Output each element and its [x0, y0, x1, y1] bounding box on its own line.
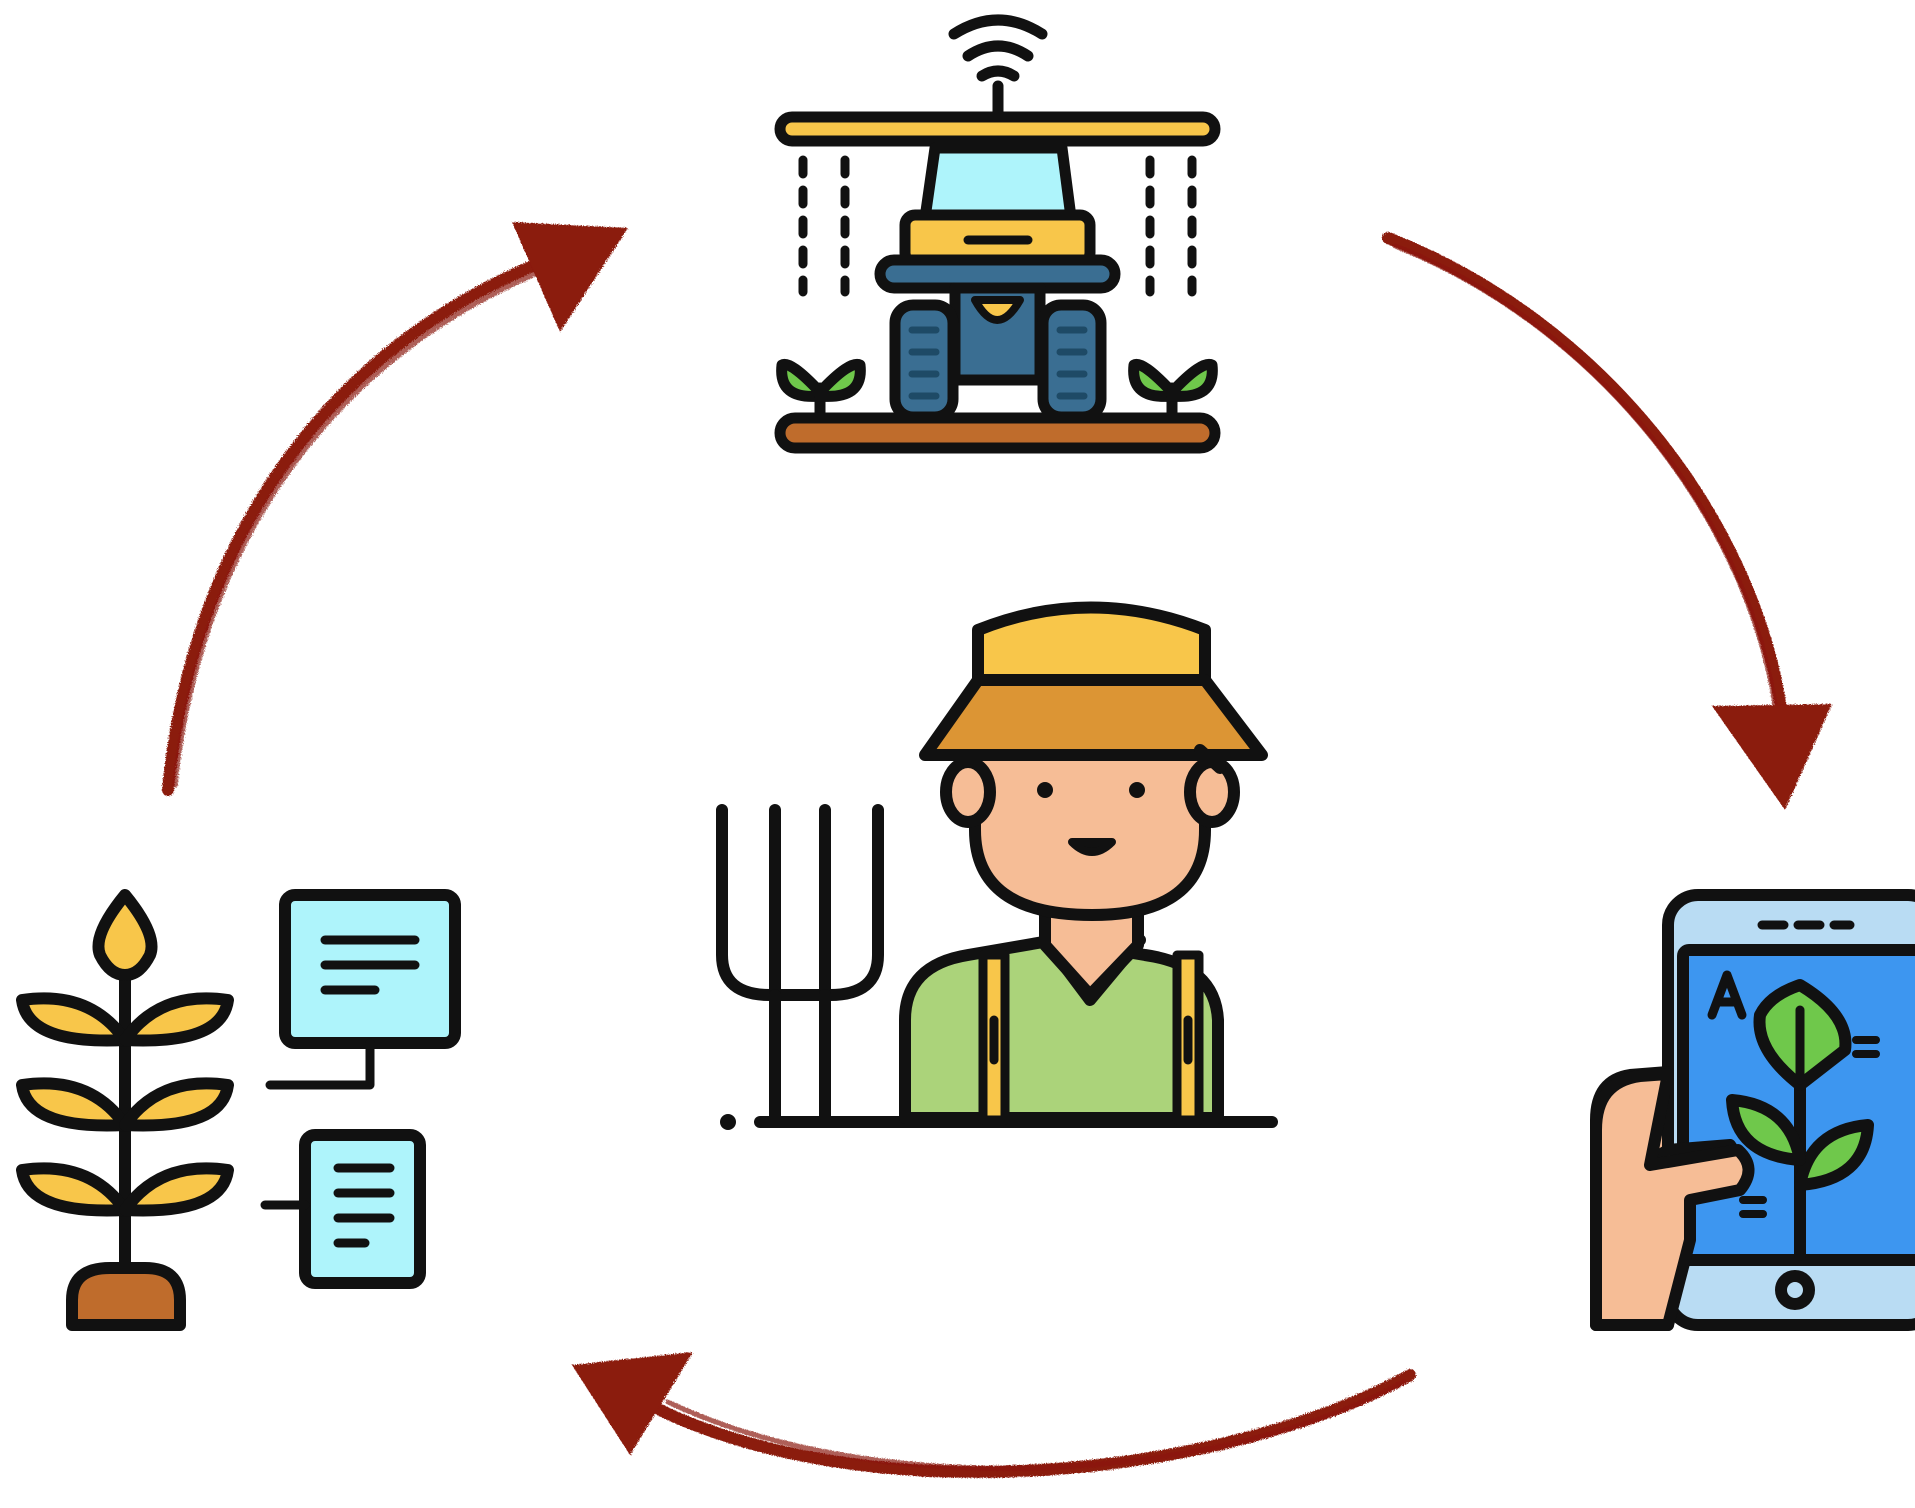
data-card-bottom [260, 1129, 426, 1289]
hat-crown [972, 601, 1211, 696]
arrow-data-to-tractor [162, 222, 628, 796]
right-eye [1129, 782, 1145, 798]
arrow-tractor-to-phone [1382, 232, 1832, 810]
left-wheel [889, 299, 959, 423]
cycle-arrows [162, 222, 1832, 1478]
app-plant-icon [1726, 979, 1874, 1261]
smartphone-plant-app-icon [1590, 889, 1915, 1331]
plant-bud [92, 889, 158, 981]
app-letter-a [1707, 970, 1747, 1020]
farmer-face [969, 739, 1211, 921]
right-wheel [1037, 299, 1107, 423]
sprayer-boom [774, 111, 1221, 147]
hat-brim [919, 674, 1268, 761]
soil-strip [774, 412, 1221, 454]
left-sprout-icon [776, 358, 866, 431]
ground-dot [720, 1114, 736, 1130]
wifi-signal-icon [948, 14, 1048, 124]
home-button [1775, 1270, 1815, 1310]
app-equals-marks [1739, 1036, 1880, 1218]
smart-tractor-icon [774, 14, 1221, 454]
pitchfork-icon [716, 804, 884, 1124]
headlight [971, 296, 1024, 324]
plant-leaves [16, 992, 234, 1217]
arrow-phone-to-data [572, 1352, 1416, 1478]
mouth [1068, 838, 1116, 856]
spray-drops [798, 155, 1197, 297]
plant-growth-data-icon [16, 889, 461, 1331]
right-sprout-icon [1128, 358, 1218, 431]
left-eye [1037, 782, 1053, 798]
plant-pot [66, 1262, 186, 1331]
farmer-icon [716, 601, 1278, 1130]
data-card-top [265, 889, 461, 1090]
